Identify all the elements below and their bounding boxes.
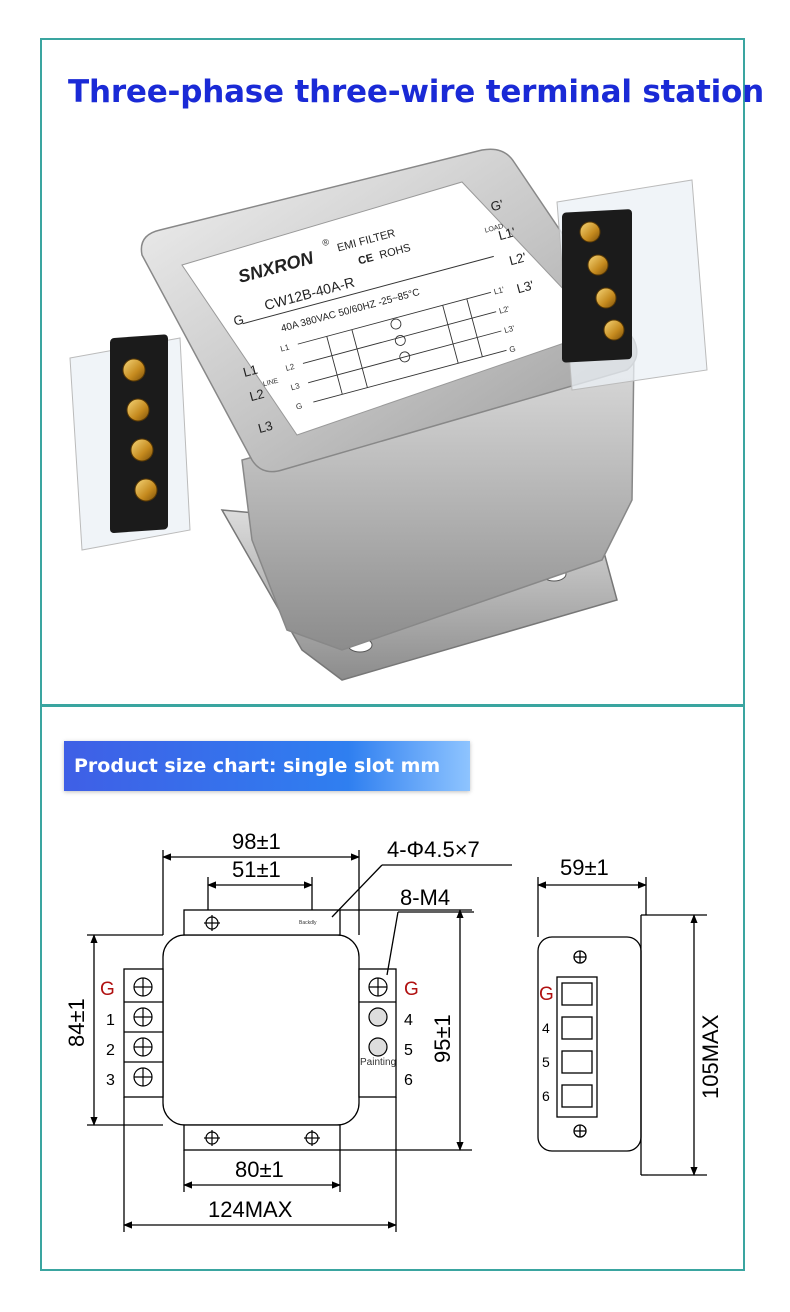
right-terminal-screws bbox=[359, 977, 396, 1057]
right-terminal-block bbox=[556, 179, 708, 391]
filter-schematic bbox=[297, 291, 507, 403]
svg-text:L1: L1 bbox=[241, 362, 259, 380]
svg-text:G: G bbox=[508, 344, 516, 354]
dim-height-max: 105MAX bbox=[698, 1014, 723, 1099]
svg-text:L2: L2 bbox=[285, 362, 296, 373]
right-ground-label: G bbox=[404, 979, 419, 1000]
product-photo-panel: Three-phase three-wire terminal station … bbox=[40, 38, 764, 706]
left-ground-label: G bbox=[100, 979, 115, 1000]
svg-text:L3: L3 bbox=[290, 381, 301, 392]
dim-mount-holes: 4-Φ4.5×7 bbox=[387, 837, 480, 862]
svg-text:L1: L1 bbox=[279, 342, 290, 353]
svg-text:L2': L2' bbox=[498, 304, 511, 316]
front-view bbox=[87, 850, 512, 1232]
svg-text:1: 1 bbox=[106, 1012, 115, 1029]
dim-body-width: 98±1 bbox=[232, 829, 281, 854]
svg-text:6: 6 bbox=[542, 1088, 550, 1104]
svg-text:G: G bbox=[295, 401, 303, 411]
svg-text:L2': L2' bbox=[508, 249, 528, 268]
small-label: Backdly bbox=[299, 920, 317, 926]
svg-text:4: 4 bbox=[542, 1020, 550, 1036]
svg-text:L3': L3' bbox=[503, 324, 516, 336]
svg-text:5: 5 bbox=[404, 1042, 413, 1059]
svg-text:G: G bbox=[232, 312, 246, 329]
svg-text:L1': L1' bbox=[497, 224, 517, 243]
emi-filter-illustration: SNXRON ® EMI FILTER CE ROHS CW12B-40A-R … bbox=[69, 148, 708, 681]
product-label: SNXRON ® EMI FILTER CE ROHS CW12B-40A-R … bbox=[181, 181, 603, 436]
svg-text:3: 3 bbox=[106, 1072, 115, 1089]
svg-text:4: 4 bbox=[404, 1012, 413, 1029]
side-view bbox=[537, 877, 707, 1176]
svg-text:G': G' bbox=[489, 196, 505, 214]
dim-screws: 8-M4 bbox=[400, 885, 450, 910]
svg-text:L3: L3 bbox=[256, 418, 274, 436]
small-label: Painting bbox=[360, 1057, 396, 1068]
dim-depth: 59±1 bbox=[560, 855, 609, 880]
svg-text:2: 2 bbox=[106, 1042, 115, 1059]
svg-text:6: 6 bbox=[404, 1072, 413, 1089]
svg-text:L3': L3' bbox=[515, 277, 535, 296]
size-chart-panel: Product size chart: single slot mm bbox=[40, 705, 745, 1271]
left-terminal-screws bbox=[124, 977, 163, 1087]
size-chart-banner-text: Product size chart: single slot mm bbox=[74, 755, 441, 777]
line-label: LINE bbox=[262, 377, 279, 388]
size-chart-banner: Product size chart: single slot mm bbox=[64, 741, 470, 791]
dim-terminal-height: 84±1 bbox=[64, 998, 89, 1047]
svg-text:®: ® bbox=[321, 237, 330, 248]
dim-bottom-hole-spacing: 80±1 bbox=[235, 1157, 284, 1182]
page-title: Three-phase three-wire terminal station bbox=[68, 74, 764, 110]
svg-text:L1': L1' bbox=[493, 285, 506, 297]
ce-mark: CE bbox=[357, 252, 375, 268]
load-label: LOAD bbox=[484, 223, 504, 235]
dim-hole-spacing: 51±1 bbox=[232, 857, 281, 882]
mount-hole-group bbox=[204, 915, 320, 1146]
dimension-drawing: 98±1 51±1 4-Φ4.5×7 8-M4 80±1 124MAX 84±1… bbox=[64, 829, 723, 1232]
side-ground-label: G bbox=[539, 984, 554, 1005]
svg-text:L2: L2 bbox=[248, 386, 266, 404]
svg-text:5: 5 bbox=[542, 1054, 550, 1070]
dim-total-width: 124MAX bbox=[208, 1197, 293, 1222]
dim-body-height: 95±1 bbox=[430, 1014, 455, 1063]
left-terminal-block bbox=[69, 334, 191, 551]
